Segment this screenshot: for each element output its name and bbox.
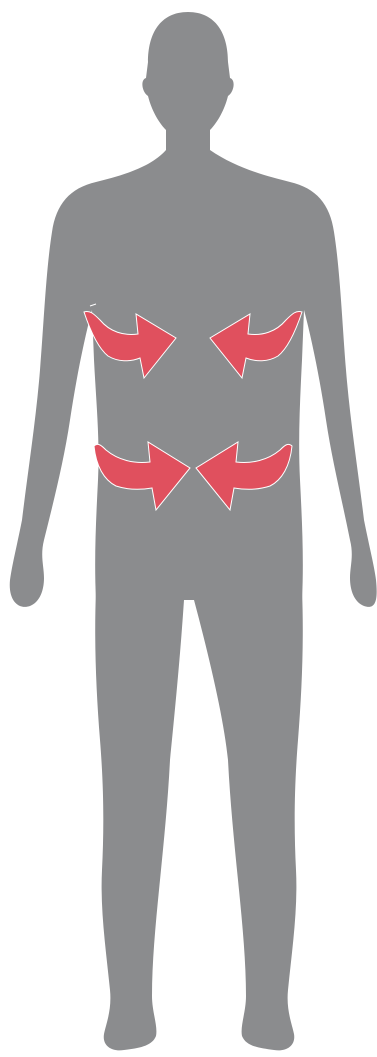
head: [142, 12, 233, 158]
body-silhouette: [10, 12, 377, 1050]
right-leg: [188, 590, 303, 1050]
left-leg: [95, 590, 188, 1050]
torso-and-arms: [10, 150, 377, 607]
